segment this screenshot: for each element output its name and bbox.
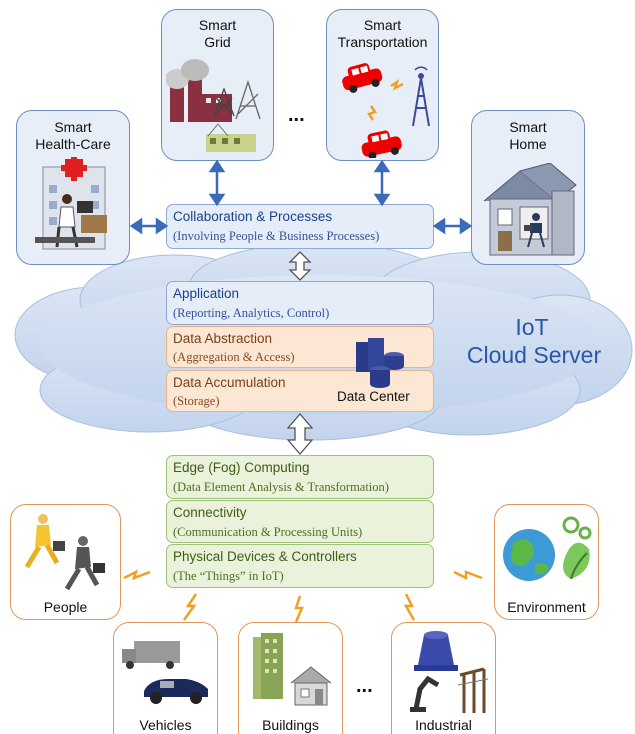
environment-card: Environment	[494, 504, 599, 620]
data-accumulation-title: Data Accumulation	[173, 375, 286, 390]
buildings-card: Buildings	[238, 622, 343, 734]
physical-devices-title: Physical Devices & Controllers	[173, 549, 357, 564]
collaboration-title: Collaboration & Processes	[173, 209, 333, 224]
smart-grid-card: Smart Grid	[161, 9, 274, 161]
smart-health-care-label: Smart Health-Care	[35, 119, 111, 152]
connectivity-subtitle: (Communication & Processing Units)	[173, 525, 363, 539]
data-abstraction-subtitle: (Aggregation & Access)	[173, 350, 295, 364]
vehicles-icon	[122, 641, 208, 704]
industrial-card: Industrial	[391, 622, 496, 734]
collaboration-subtitle: (Involving People & Business Processes)	[173, 229, 380, 243]
bottom-ellipsis: ...	[356, 675, 373, 697]
people-label: People	[43, 599, 88, 615]
application-layer: Application (Reporting, Analytics, Contr…	[166, 281, 434, 325]
hospital-icon	[35, 157, 107, 250]
arrow-head-icon	[373, 193, 391, 207]
double-arrow-icon	[286, 413, 314, 455]
arrow-head-icon	[432, 217, 446, 235]
industrial-label: Industrial	[415, 717, 472, 733]
arrow-head-icon	[129, 217, 143, 235]
power-plant-icon	[166, 59, 261, 152]
connectivity-title: Connectivity	[173, 505, 247, 520]
arrow-head-icon	[373, 159, 391, 173]
cars-tower-icon	[342, 63, 430, 158]
arrow-head-icon	[155, 217, 169, 235]
arrow-head-icon	[208, 159, 226, 173]
top-ellipsis: ...	[288, 104, 305, 126]
industrial-icon	[410, 631, 489, 713]
iot-cloud-label-line2: Cloud Server	[466, 342, 602, 368]
vehicles-label: Vehicles	[139, 717, 192, 733]
buildings-label: Buildings	[262, 717, 319, 733]
collaboration-layer: Collaboration & Processes (Involving Peo…	[166, 204, 434, 249]
lightning-icon	[403, 593, 416, 621]
application-subtitle: (Reporting, Analytics, Control)	[173, 306, 330, 320]
data-accumulation-subtitle: (Storage)	[173, 394, 220, 408]
smart-transportation-label: Smart Transportation	[337, 17, 428, 50]
arrow-head-icon	[208, 193, 226, 207]
lightning-icon	[294, 595, 304, 623]
physical-devices-layer: Physical Devices & Controllers (The “Thi…	[166, 544, 434, 588]
lightning-icon	[453, 570, 483, 581]
double-arrow-icon	[288, 251, 312, 281]
smart-home-card: Smart Home	[471, 110, 585, 265]
edge-computing-title: Edge (Fog) Computing	[173, 460, 310, 475]
connectivity-layer: Connectivity (Communication & Processing…	[166, 500, 434, 543]
lightning-icon	[123, 569, 151, 581]
application-title: Application	[173, 286, 240, 301]
buildings-icon	[253, 633, 332, 706]
physical-devices-subtitle: (The “Things” in IoT)	[173, 569, 284, 583]
smart-home-label: Smart Home	[509, 119, 547, 152]
people-card: People	[10, 504, 121, 620]
data-abstraction-layer: Data Abstraction (Aggregation & Access)	[166, 326, 434, 368]
people-icon	[24, 514, 105, 591]
data-abstraction-title: Data Abstraction	[173, 331, 273, 346]
house-icon	[483, 163, 577, 256]
edge-computing-subtitle: (Data Element Analysis & Transformation)	[173, 480, 389, 494]
iot-cloud-label-line1: IoT	[515, 314, 549, 340]
smart-grid-label: Smart Grid	[198, 17, 237, 50]
smart-transportation-card: Smart Transportation	[326, 9, 439, 161]
environment-icon	[503, 516, 592, 581]
data-center-icon	[356, 338, 404, 388]
vehicles-card: Vehicles	[113, 622, 218, 734]
environment-label: Environment	[507, 599, 586, 615]
lightning-icon	[182, 593, 198, 621]
smart-health-care-card: Smart Health-Care	[16, 110, 130, 265]
edge-computing-layer: Edge (Fog) Computing (Data Element Analy…	[166, 455, 434, 499]
data-center-label: Data Center	[337, 389, 410, 404]
arrow-head-icon	[459, 217, 473, 235]
